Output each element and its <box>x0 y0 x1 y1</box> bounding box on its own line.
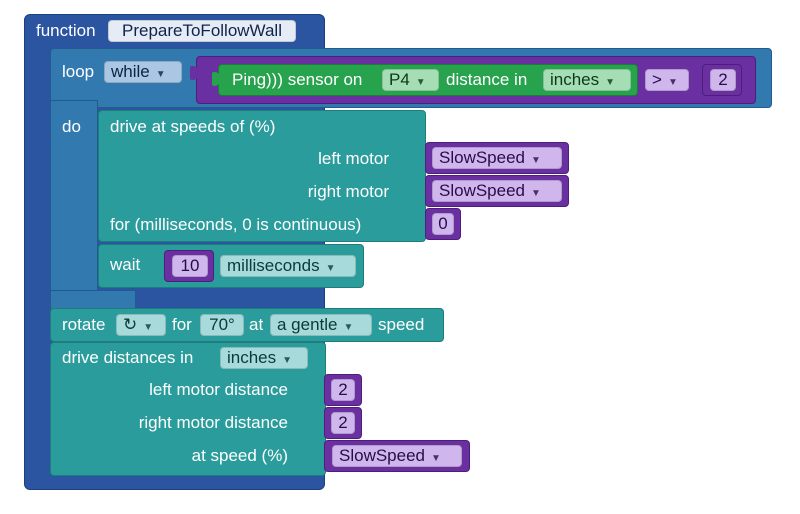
left-distance-label: left motor distance <box>149 380 288 399</box>
distance-speed-dropdown[interactable]: SlowSpeed ▼ <box>332 445 462 467</box>
sensor-connector <box>212 72 220 86</box>
rotate-clockwise-icon: ↻ <box>123 315 138 334</box>
comparison-value-field[interactable]: 2 <box>710 69 736 91</box>
drive-speeds-block[interactable] <box>98 110 426 242</box>
chevron-down-icon: ▼ <box>143 322 154 333</box>
distance-unit-dropdown[interactable]: inches ▼ <box>220 347 308 369</box>
distance-speed-value: SlowSpeed <box>339 446 426 465</box>
chevron-down-icon: ▼ <box>605 77 616 88</box>
loop-do-label: do <box>62 117 81 136</box>
wait-value: 10 <box>180 256 200 275</box>
wait-unit-value: milliseconds <box>227 256 320 275</box>
right-distance-field[interactable]: 2 <box>331 412 355 434</box>
duration-value: 0 <box>438 214 448 233</box>
chevron-down-icon: ▼ <box>531 188 541 199</box>
function-name-field[interactable]: PrepareToFollowWall <box>108 20 296 42</box>
chevron-down-icon: ▼ <box>155 69 166 80</box>
rotate-speed-dropdown[interactable]: a gentle ▼ <box>270 314 372 336</box>
rotate-angle: 70° <box>209 315 235 334</box>
left-motor-speed: SlowSpeed <box>439 148 526 167</box>
right-distance-label: right motor distance <box>138 413 288 432</box>
sensor-unit-value: inches <box>550 70 600 89</box>
duration-value-field[interactable]: 0 <box>432 213 454 235</box>
operator-value: > <box>652 70 662 89</box>
rotate-block[interactable] <box>50 308 444 342</box>
left-distance-field[interactable]: 2 <box>331 379 355 401</box>
pin-dropdown[interactable]: P4 ▼ <box>382 69 439 91</box>
chevron-down-icon: ▼ <box>343 322 354 333</box>
pin-value: P4 <box>389 70 410 89</box>
right-motor-speed-dropdown[interactable]: SlowSpeed ▼ <box>432 180 562 202</box>
operator-dropdown[interactable]: >▼ <box>645 69 689 91</box>
chevron-down-icon: ▼ <box>415 77 426 88</box>
loop-keyword: loop <box>62 62 95 81</box>
comparison-value: 2 <box>718 70 728 89</box>
rotate-speed-choice: a gentle <box>277 315 338 334</box>
speed-percent-label: at speed (%) <box>191 446 288 465</box>
chevron-down-icon: ▼ <box>325 263 336 274</box>
chevron-down-icon: ▼ <box>431 453 441 464</box>
rotate-direction-dropdown[interactable]: ↻▼ <box>116 314 166 336</box>
function-keyword: function <box>36 21 96 40</box>
rotate-angle-field[interactable]: 70° <box>200 314 244 336</box>
loop-mode-dropdown[interactable]: while ▼ <box>104 61 182 83</box>
right-motor-speed: SlowSpeed <box>439 181 526 200</box>
chevron-down-icon: ▼ <box>531 155 541 166</box>
wait-value-field[interactable]: 10 <box>172 255 208 277</box>
loop-mode-value: while <box>111 62 150 81</box>
right-distance-value: 2 <box>338 413 348 432</box>
distance-unit-value: inches <box>227 348 277 367</box>
drive-distances-title: drive distances in <box>62 348 194 367</box>
left-motor-speed-dropdown[interactable]: SlowSpeed ▼ <box>432 147 562 169</box>
left-motor-label: left motor <box>318 149 389 168</box>
chevron-down-icon: ▼ <box>667 77 678 88</box>
duration-label: for (milliseconds, 0 is continuous) <box>110 215 362 234</box>
rotate-for-label: for <box>172 315 192 334</box>
sensor-label: Ping))) sensor on <box>232 70 363 89</box>
function-name: PrepareToFollowWall <box>122 21 282 40</box>
distance-label: distance in <box>446 70 528 89</box>
rotate-speed-label: speed <box>378 315 425 334</box>
chevron-down-icon: ▼ <box>282 355 293 366</box>
right-motor-label: right motor <box>307 182 389 201</box>
comparison-connector <box>190 66 198 80</box>
wait-unit-dropdown[interactable]: milliseconds ▼ <box>220 255 356 277</box>
drive-speeds-title: drive at speeds of (%) <box>110 117 276 136</box>
sensor-unit-dropdown[interactable]: inches ▼ <box>543 69 631 91</box>
left-distance-value: 2 <box>338 380 348 399</box>
wait-label: wait <box>110 255 141 274</box>
rotate-at-label: at <box>249 315 264 334</box>
rotate-label: rotate <box>62 315 106 334</box>
